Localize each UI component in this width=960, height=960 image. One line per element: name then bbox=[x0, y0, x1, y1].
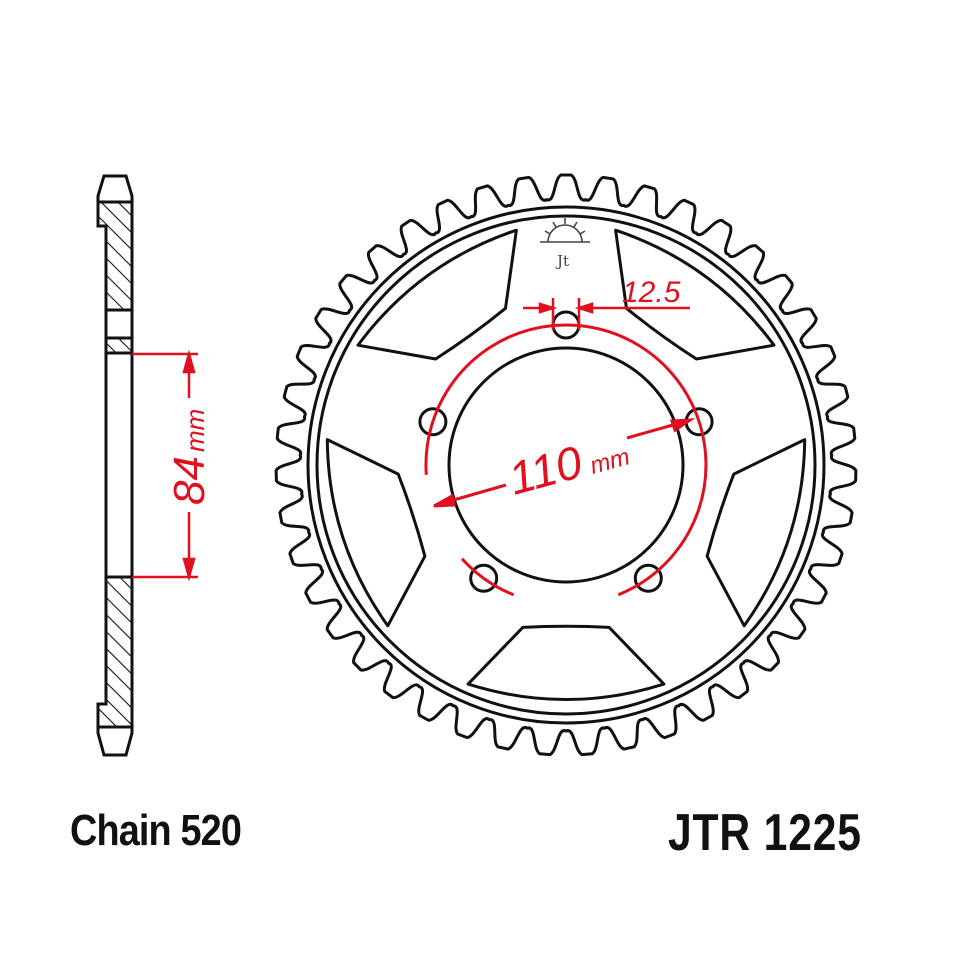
lightening-cutouts bbox=[325, 228, 807, 701]
center-bore bbox=[447, 346, 685, 584]
sprocket-teeth bbox=[274, 173, 858, 757]
sprocket-front-view bbox=[274, 173, 858, 757]
svg-text:Jt: Jt bbox=[555, 252, 569, 270]
root-circle-inner bbox=[315, 214, 817, 716]
bolt-hole bbox=[418, 407, 448, 437]
side-profile-view bbox=[96, 174, 134, 757]
dimension-84mm: 84mm bbox=[132, 349, 214, 582]
lightening-cutout bbox=[325, 438, 427, 628]
bolt-hole bbox=[469, 563, 499, 593]
bolt-hole bbox=[633, 563, 663, 593]
dimension-12-5-label: 12.5 bbox=[622, 276, 681, 309]
lightening-cutout bbox=[466, 624, 666, 701]
dimension-110mm: 110mm bbox=[424, 323, 708, 597]
lightening-cutout bbox=[705, 438, 807, 628]
chain-size-label: Chain 520 bbox=[70, 806, 242, 855]
lightening-cutout bbox=[356, 228, 518, 361]
sun-logo-icon: Jt bbox=[540, 218, 590, 270]
root-circle-outer bbox=[306, 205, 826, 725]
part-number-label: JTR 1225 bbox=[668, 804, 862, 862]
dimension-110-label: 110mm bbox=[503, 423, 634, 505]
dimension-12-5: 12.5 bbox=[523, 276, 690, 330]
lightening-cutout bbox=[614, 228, 776, 361]
dimension-84-label: 84mm bbox=[165, 409, 214, 505]
